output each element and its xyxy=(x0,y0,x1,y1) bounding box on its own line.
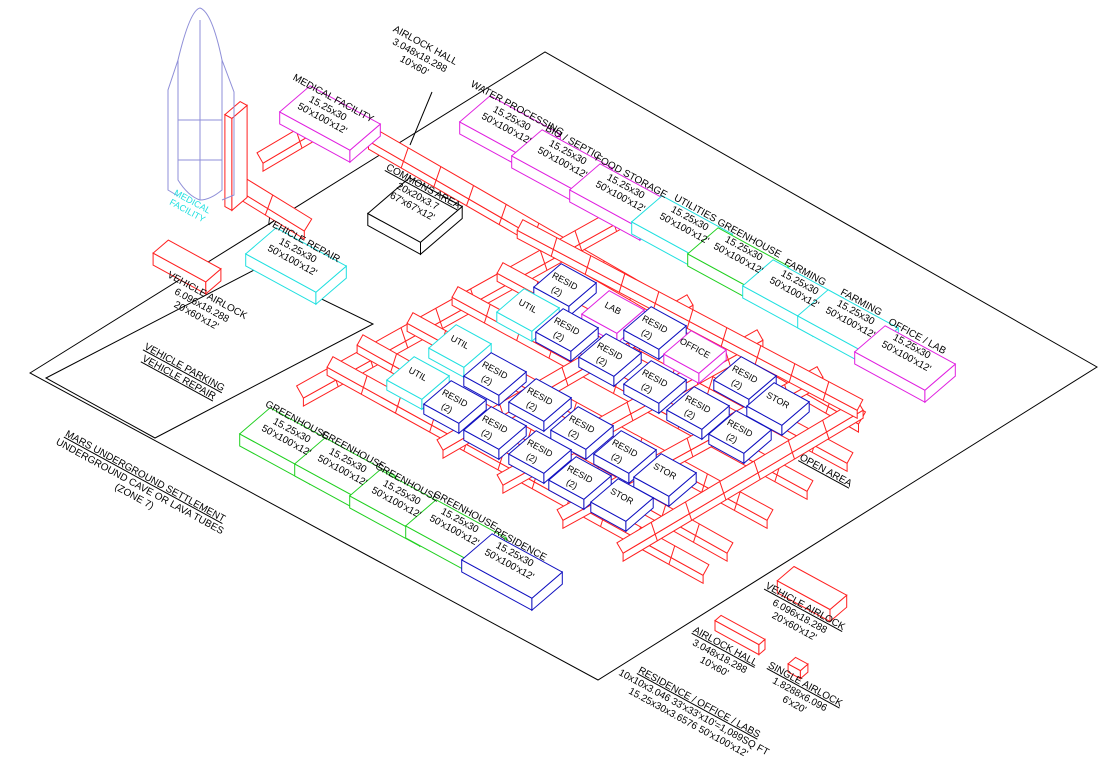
office-lab-box xyxy=(853,325,957,404)
module-resid-16 xyxy=(462,406,528,461)
module-count-12-line: (2) xyxy=(440,401,454,415)
module-resid-19 xyxy=(507,430,573,485)
module-resid-12 xyxy=(422,380,488,435)
medical-facility-box xyxy=(278,85,382,164)
module-count-0-line: (2) xyxy=(550,284,564,298)
module-count-18-line: (2) xyxy=(725,431,739,445)
vehicle-airlock-box xyxy=(152,239,222,295)
module-stor-23 xyxy=(589,478,655,533)
airlock-hall-leader xyxy=(409,91,433,146)
module-count-3: (2) xyxy=(552,329,566,343)
vehicle-repair-box xyxy=(244,227,348,306)
module-count-6-line: (2) xyxy=(595,354,609,368)
title-label-line: UNDERGROUND CAVE OR LAVA TUBES xyxy=(54,437,226,537)
module-resid-20 xyxy=(592,430,658,485)
module-resid-3 xyxy=(534,308,600,363)
building-blocks xyxy=(238,85,957,680)
module-count-9-line: (2) xyxy=(480,373,494,387)
module-count-17: (2) xyxy=(567,427,581,441)
commons-area-box xyxy=(366,177,464,256)
module-resid-17 xyxy=(549,406,615,461)
module-count-14-line: (2) xyxy=(683,407,697,421)
module-count-17-line: (2) xyxy=(567,427,581,441)
module-count-21-line: (2) xyxy=(565,477,579,491)
module-resid-14 xyxy=(665,386,731,441)
module-count-4: (2) xyxy=(640,327,654,341)
module-count-11: (2) xyxy=(730,377,744,391)
hall-cross-4 xyxy=(616,399,864,563)
module-count-6: (2) xyxy=(595,354,609,368)
residence-big-box xyxy=(460,533,564,612)
module-resid-0 xyxy=(532,263,598,318)
module-count-20: (2) xyxy=(610,451,624,465)
module-resid-9 xyxy=(462,352,528,407)
module-count-10-line: (2) xyxy=(640,381,654,395)
module-count-12: (2) xyxy=(440,401,454,415)
module-count-4-line: (2) xyxy=(640,327,654,341)
module-count-21: (2) xyxy=(565,477,579,491)
module-resid-4 xyxy=(622,306,688,361)
module-count-18: (2) xyxy=(725,431,739,445)
legend-residence-label-line: 10x10x3.046 33'x33'x10'=1,089SQ FT xyxy=(617,667,771,758)
starship-drawing xyxy=(167,7,235,201)
parking-outline xyxy=(44,267,375,439)
module-count-14: (2) xyxy=(683,407,697,421)
site-boundary xyxy=(29,51,1098,681)
module-resid-21 xyxy=(547,456,613,511)
module-count-19: (2) xyxy=(525,451,539,465)
legend-vehicle-airlock-box xyxy=(776,565,848,623)
starship-icon xyxy=(167,7,235,201)
module-count-9: (2) xyxy=(480,373,494,387)
module-resid-13 xyxy=(507,378,573,433)
module-count-0: (2) xyxy=(550,284,564,298)
module-office-7 xyxy=(662,330,728,385)
module-resid-6 xyxy=(577,333,643,388)
module-count-10: (2) xyxy=(640,381,654,395)
module-count-19-line: (2) xyxy=(525,451,539,465)
module-resid-10 xyxy=(622,360,688,415)
module-resid-11 xyxy=(712,356,778,411)
site-outlines xyxy=(29,51,1098,681)
module-count-11-line: (2) xyxy=(730,377,744,391)
module-count-20-line: (2) xyxy=(610,451,624,465)
module-count-13-line: (2) xyxy=(525,399,539,413)
single-airlock-top xyxy=(224,100,248,212)
module-count-16-line: (2) xyxy=(480,427,494,441)
legend-airlock-hall-box xyxy=(714,614,766,656)
module-count-13: (2) xyxy=(525,399,539,413)
module-stor-15 xyxy=(745,382,811,437)
hall-right-col-1 xyxy=(516,219,864,420)
module-count-16: (2) xyxy=(480,427,494,441)
title-label-line: MARS UNDERGROUND SETTLEMENT xyxy=(63,429,227,525)
module-stor-22 xyxy=(632,453,698,508)
module-resid-18 xyxy=(707,410,773,465)
module-count-3-line: (2) xyxy=(552,329,566,343)
legend-single-airlock-box xyxy=(787,656,809,680)
